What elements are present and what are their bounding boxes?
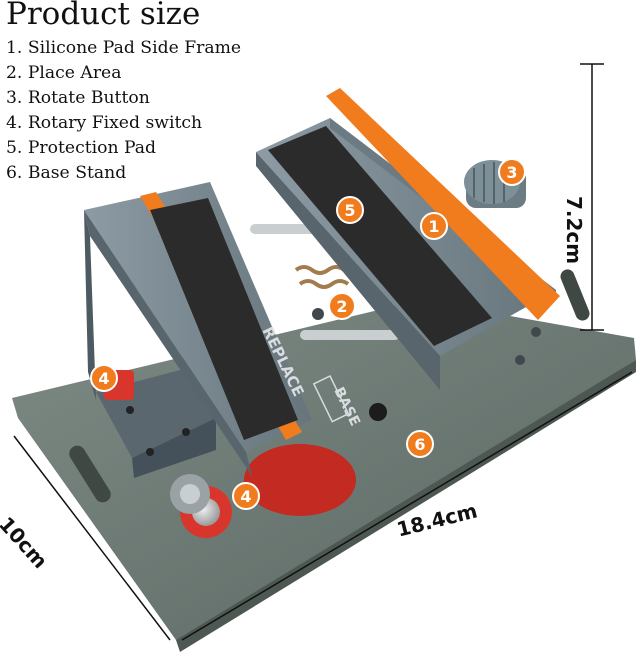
legend-item: 6. Base Stand [6, 163, 127, 183]
right-jaw [256, 88, 560, 390]
callout-badge-1: 1 [420, 212, 448, 240]
svg-text:3: 3 [506, 163, 517, 182]
dimension-lines [13, 63, 633, 641]
legend-item: 5. Protection Pad [6, 138, 157, 158]
callout-badge-4a: 4 [90, 364, 118, 392]
callout-badge-6: 6 [406, 430, 434, 458]
svg-text:6: 6 [414, 435, 425, 454]
left-clamp [96, 368, 216, 478]
parts-legend: 1. Silicone Pad Side Frame 2. Place Area… [6, 36, 241, 186]
svg-text:4: 4 [98, 369, 109, 388]
callout-badge-4b: 4 [232, 482, 260, 510]
height-dimension: 7.2cm [562, 196, 586, 265]
callout-badge-5: 5 [336, 196, 364, 224]
legend-item: 4. Rotary Fixed switch [6, 113, 203, 133]
callout-badge-3: 3 [498, 158, 526, 186]
legend-item: 1. Silicone Pad Side Frame [6, 38, 242, 58]
legend-item: 2. Place Area [6, 63, 122, 83]
legend-item: 3. Rotate Button [6, 88, 150, 108]
page-title: Product size [6, 0, 201, 32]
rotary-knob [170, 444, 356, 538]
callout-badge-2: 2 [328, 292, 356, 320]
svg-text:4: 4 [240, 487, 251, 506]
svg-text:2: 2 [336, 297, 347, 316]
left-jaw [84, 182, 387, 476]
svg-text:1: 1 [428, 217, 439, 236]
svg-text:5: 5 [344, 201, 355, 220]
